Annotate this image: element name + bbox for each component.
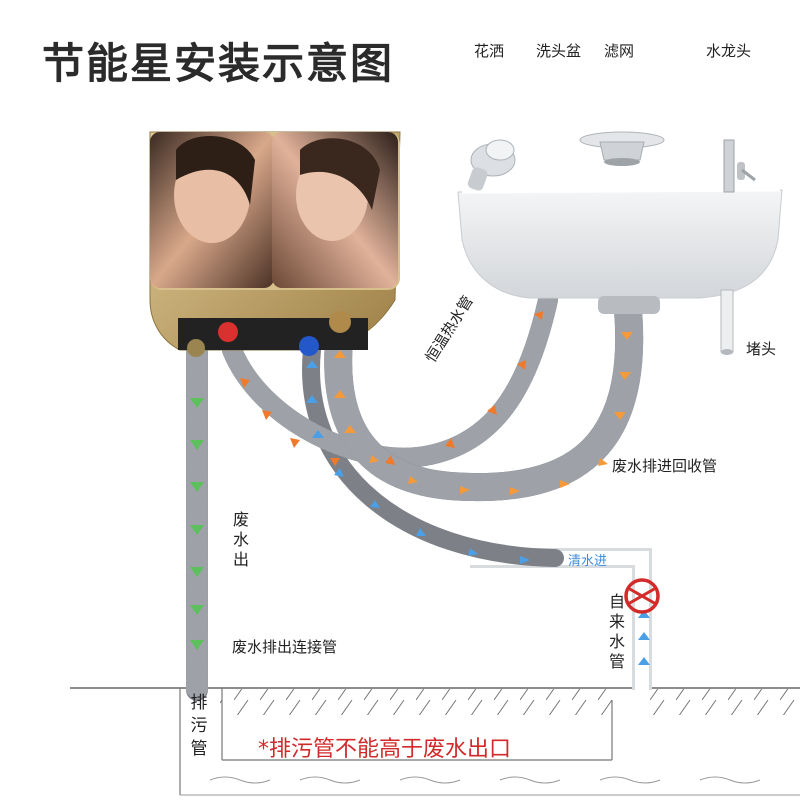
- plug-label: 堵头: [746, 340, 777, 358]
- sewer-label: 排污管: [190, 693, 208, 759]
- plug-pipe: [720, 289, 734, 355]
- waste-connect-label: 废水排出连接管: [232, 638, 338, 656]
- faucet-icon: [723, 139, 756, 193]
- faucet-label: 水龙头: [706, 42, 752, 60]
- cold-water-hose: [302, 341, 564, 567]
- hoses: [186, 290, 644, 701]
- shower-head-icon: [467, 139, 516, 191]
- waste-flow-arrows: [190, 398, 204, 650]
- hot-outlet-red-cap: [218, 322, 238, 342]
- page-title: 节能星安装示意图: [42, 39, 395, 88]
- valve-icon: [624, 578, 660, 614]
- shower-label: 花洒: [474, 42, 505, 60]
- clean-in-label: 清水进: [568, 554, 608, 569]
- strainer-icon: [579, 131, 665, 166]
- waste-out-label: 废水出: [232, 510, 249, 569]
- flow-arrows: [190, 311, 633, 650]
- heater-unit: [149, 131, 401, 357]
- warning-text: *排污管不能高于废水出口: [258, 737, 512, 762]
- basin-label: 洗头盆: [536, 42, 582, 60]
- ground: [70, 687, 800, 796]
- cold-flow-arrows: [638, 610, 650, 665]
- waste-return-label: 废水排进回收管: [612, 457, 718, 475]
- strainer-label: 滤网: [604, 42, 635, 60]
- cold-inlet-blue-cap: [299, 336, 319, 356]
- tap-water-label: 自来水管: [608, 592, 625, 671]
